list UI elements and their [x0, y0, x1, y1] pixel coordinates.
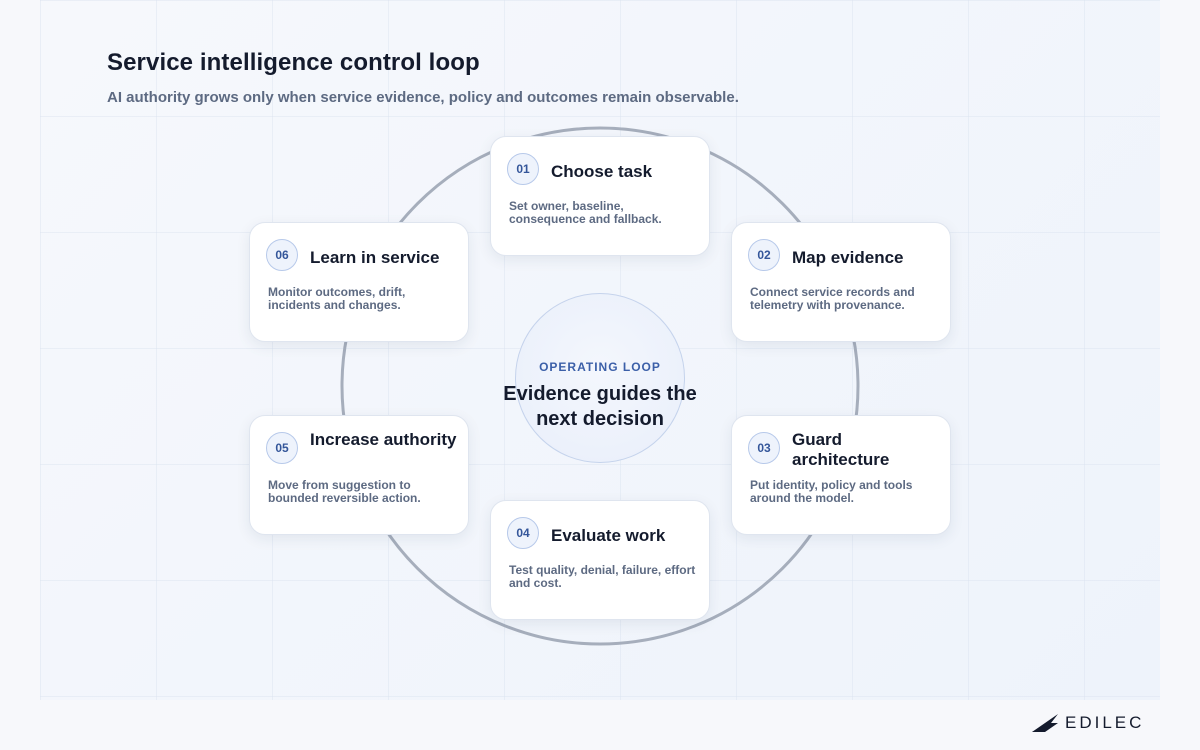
page-subtitle: AI authority grows only when service evi…: [107, 89, 739, 106]
step-description: Set owner, baseline, consequence and fal…: [509, 199, 662, 226]
hub-eyebrow: OPERATING LOOP: [539, 360, 661, 374]
step-number-badge: 01: [507, 153, 539, 185]
step-number-badge: 03: [748, 432, 780, 464]
brand-mark-icon: [1032, 714, 1058, 732]
step-description: Monitor outcomes, drift, incidents and c…: [268, 285, 406, 312]
operating-loop-hub: OPERATING LOOP Evidence guides the next …: [503, 293, 697, 463]
step-title: Guard architecture: [792, 430, 890, 469]
brand-logo: EDILEC: [1031, 711, 1144, 735]
step-card-guard-architecture: 03 Guard architecture Put identity, poli…: [731, 415, 951, 535]
step-card-increase-authority: 05 Increase authority Move from suggesti…: [249, 415, 469, 535]
step-title: Evaluate work: [551, 526, 666, 545]
step-card-evaluate-work: 04 Evaluate work Test quality, denial, f…: [490, 500, 710, 620]
step-number-badge: 05: [266, 432, 298, 464]
step-card-choose-task: 01 Choose task Set owner, baseline, cons…: [490, 136, 710, 256]
step-description: Put identity, policy and tools around th…: [750, 478, 913, 505]
step-title: Map evidence: [792, 248, 904, 267]
step-description: Test quality, denial, failure, effort an…: [509, 563, 696, 590]
step-title: Choose task: [551, 162, 653, 181]
step-number-badge: 04: [507, 517, 539, 549]
step-title: Increase authority: [310, 430, 457, 449]
step-card-map-evidence: 02 Map evidence Connect service records …: [731, 222, 951, 342]
step-card-learn-in-service: 06 Learn in service Monitor outcomes, dr…: [249, 222, 469, 342]
page-title: Service intelligence control loop: [107, 49, 480, 76]
step-number-badge: 02: [748, 239, 780, 271]
step-number-badge: 06: [266, 239, 298, 271]
step-description: Move from suggestion to bounded reversib…: [268, 478, 421, 505]
hub-headline: Evidence guides the next decision: [503, 383, 697, 430]
step-title: Learn in service: [310, 248, 440, 267]
step-description: Connect service records and telemetry wi…: [750, 285, 915, 312]
brand-name: EDILEC: [1065, 713, 1145, 732]
